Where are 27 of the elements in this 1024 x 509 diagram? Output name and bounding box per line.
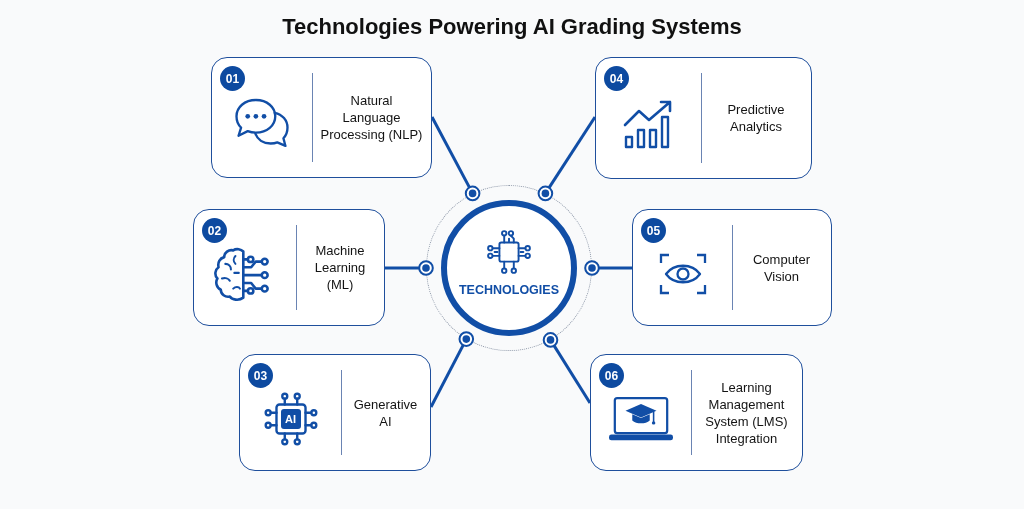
- hub-label: TECHNOLOGIES: [459, 283, 559, 297]
- number-badge: 02: [202, 218, 227, 243]
- technology-card: [632, 209, 832, 326]
- technology-card: [211, 57, 432, 178]
- number-badge: 05: [641, 218, 666, 243]
- card-title: Machine Learning (ML): [313, 242, 367, 293]
- connector-line: [584, 260, 632, 276]
- connector-line: [537, 116, 597, 202]
- card-title: Predictive Analytics: [726, 101, 786, 135]
- card-title: Generative AI: [352, 395, 419, 430]
- connector-line: [429, 331, 475, 408]
- connector-line: [385, 260, 434, 276]
- technology-card: [193, 209, 385, 326]
- diagram-title: Technologies Powering AI Grading Systems: [282, 13, 742, 41]
- number-badge: 04: [604, 66, 629, 91]
- card-title: Natural Language Processing (NLP): [320, 92, 423, 143]
- technology-card: [239, 354, 431, 471]
- technology-card: [590, 354, 803, 471]
- card-title: Computer Vision: [751, 250, 812, 285]
- chip-label: AI: [280, 408, 301, 429]
- connector-line: [430, 116, 481, 202]
- technology-card: [595, 57, 812, 179]
- number-badge: 01: [220, 66, 245, 91]
- connector-line: [542, 332, 592, 404]
- number-badge: 06: [599, 363, 624, 388]
- number-badge: 03: [248, 363, 273, 388]
- card-title: Learning Management System (LMS) Integration: [704, 378, 789, 447]
